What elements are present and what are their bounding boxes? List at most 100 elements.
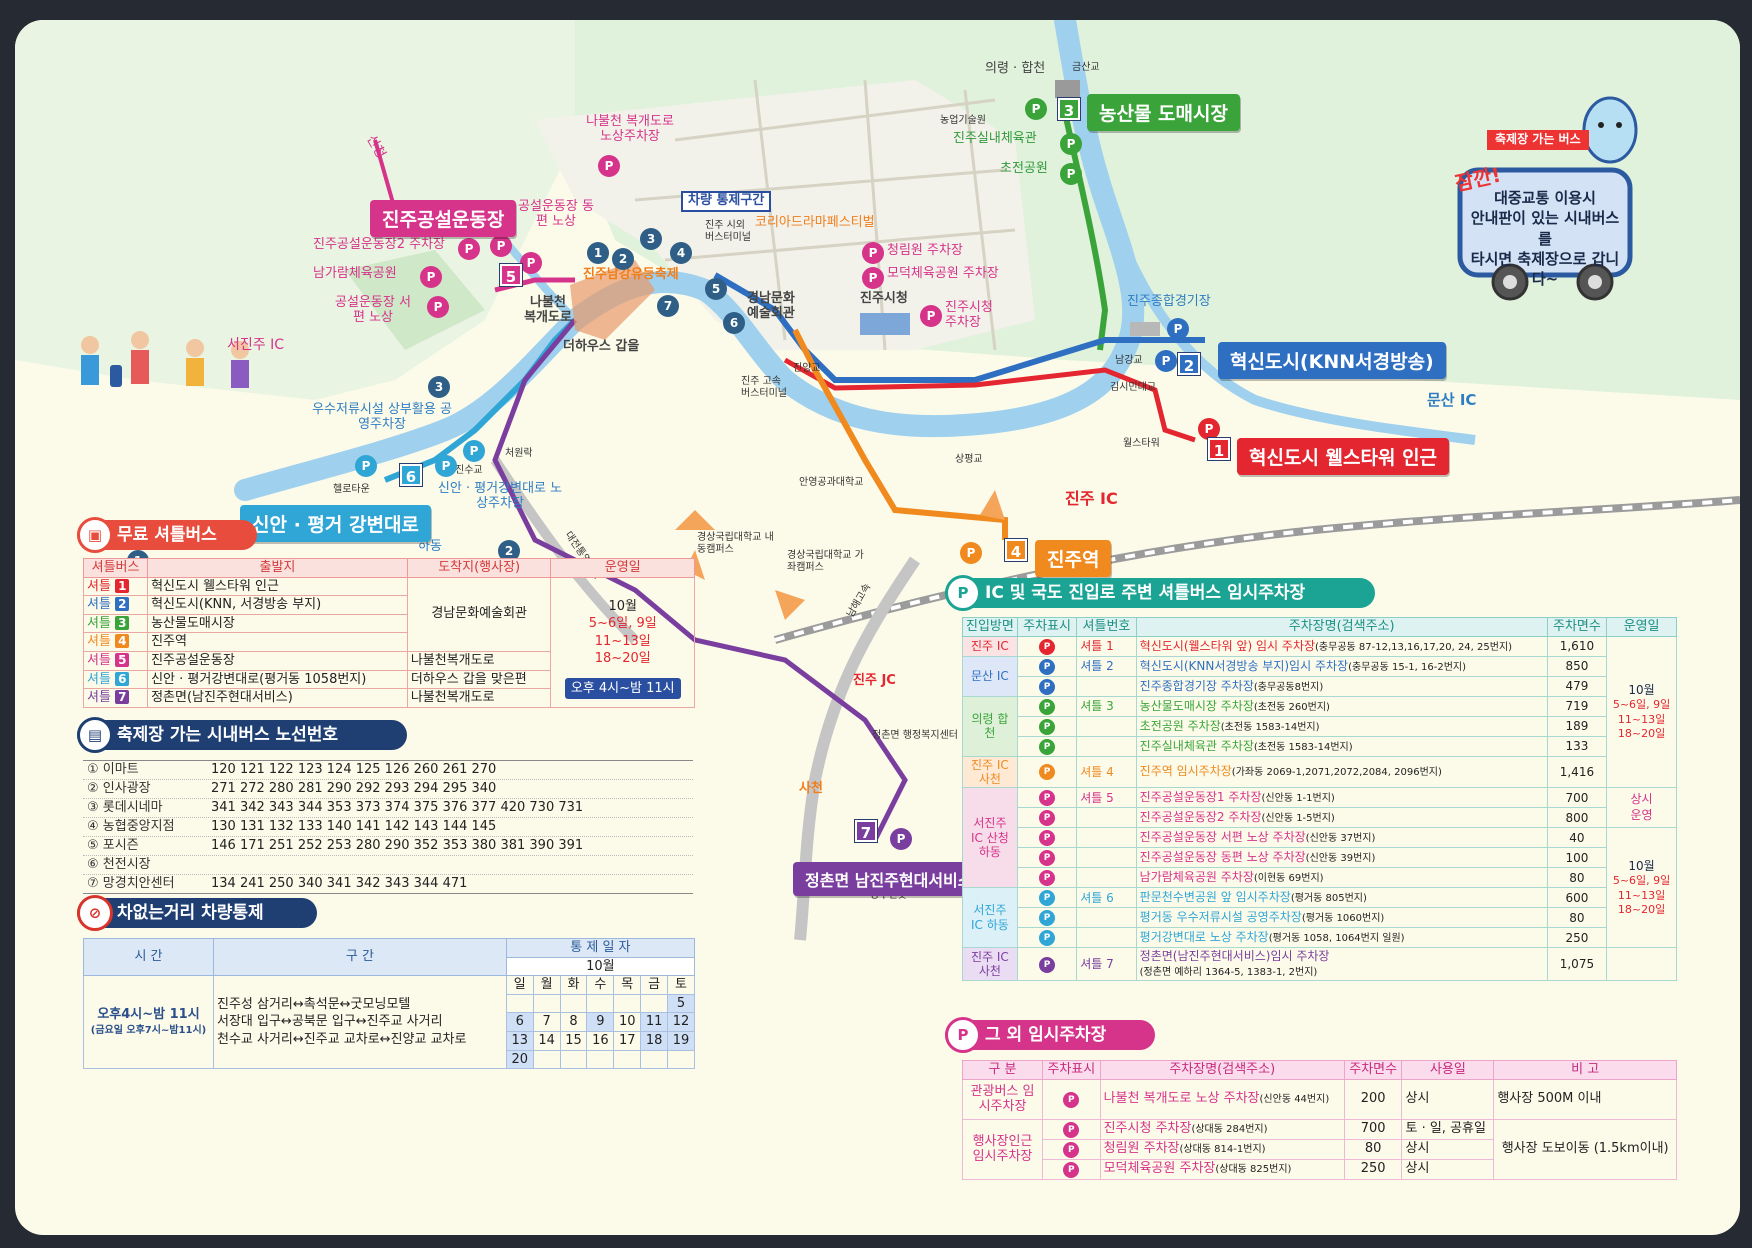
lot-cell: 모덕체육공원 주차장(상대동 825번지)	[1099, 1158, 1345, 1180]
table-row: 셔틀 7 정촌면(남진주현대서비스) 나불천복개도로	[82, 688, 695, 708]
label-sangpyeong: 상평교	[955, 454, 983, 465]
shuttle-stop-2-marker: 2	[1178, 353, 1200, 375]
lot-cell: 혁신도시(KNN서경방송 부지)임시 주차장(충무공동 15-1, 16-2번지…	[1135, 655, 1548, 677]
river-branch	[1100, 198, 1476, 445]
col-header: 비 고	[1493, 1060, 1677, 1080]
lot-addr: (이현동 69번지)	[1253, 873, 1324, 885]
sports-complex	[1130, 322, 1160, 336]
bus-label: 셔틀	[87, 578, 111, 594]
table-row: P 평거강변대로 노상 주차장(평거동 1058, 1064번지 일원) 250	[963, 927, 1677, 949]
lot-addr: (초전동 1583-14번지)	[1253, 741, 1353, 753]
city-hall-building	[860, 313, 910, 335]
parking-marker-p19: P	[862, 267, 884, 289]
lot-name: 농산물도매시장 주차장	[1139, 698, 1254, 713]
date-cell	[667, 1049, 695, 1070]
op-dates: 18~20일	[594, 651, 651, 667]
direction-cell: 문산 IC	[962, 655, 1018, 697]
parking-mark-cell: P	[1016, 947, 1078, 981]
lot-addr: (정촌면 예하리 1364-5, 1383-1, 2번지)	[1139, 966, 1318, 978]
col-header: 주차장명(검색주소)	[1099, 1060, 1345, 1080]
from-cell: 농산물도매시장	[147, 613, 408, 634]
bus-label: 셔틀	[87, 634, 111, 650]
traffic-control-zone	[570, 260, 655, 340]
op-text: 18~20일	[1617, 726, 1666, 740]
green-patch	[345, 250, 485, 350]
label-sacheon: 사천	[799, 781, 823, 796]
citybus-stop-6: 6	[723, 312, 745, 334]
label-jinsugyo: 진수교	[455, 465, 483, 476]
route-shuttle-5	[494, 277, 575, 293]
col-header: 구 간	[213, 937, 507, 977]
lot-name: 진주시청 주차장	[1103, 1121, 1192, 1137]
parking-marker-p13: P	[355, 455, 377, 477]
col-header: 통 제 일 자	[505, 938, 696, 958]
col-header: 주차표시	[1016, 617, 1078, 637]
shuttle-stop-6-marker: 6	[400, 464, 422, 486]
parking-other-heading: P 그 외 임시주차장	[945, 1017, 1155, 1053]
lot-name: 평거동 우수저류시설 공영주차장	[1139, 910, 1302, 925]
carfree-table: 시 간 구 간 통 제 일 자 10월 오후4시~밤 11시 (금요일 오후7시…	[83, 937, 696, 1070]
carfree-heading: ⊘ 차없는거리 차량통제	[77, 895, 317, 931]
label-the-house: 더하우스 갑을	[563, 339, 640, 354]
op-month: 10월	[608, 598, 637, 614]
parking-mark: P	[1063, 1091, 1080, 1108]
shuttle-bus-cell: 셔틀 7	[82, 688, 149, 708]
col-header: 셔틀번호	[1076, 617, 1137, 637]
day-cell: 상시	[1401, 1078, 1495, 1120]
citybus-stop-3: 3	[640, 228, 662, 250]
festival-bus-illustration	[1457, 96, 1638, 301]
parking-mark-cell: P	[1042, 1078, 1101, 1120]
shuttle-stop-7-marker: 7	[855, 820, 877, 842]
lot-cell: 판문천수변공원 앞 임시주차장(평거동 805번지)	[1135, 887, 1548, 909]
stop-pill-7: 정촌면 남진주현대서비스	[793, 862, 985, 896]
label-an-univ: 안영공과대학교	[799, 477, 864, 488]
label-gongseol-east: 공설운동장 동편 노상	[518, 199, 594, 229]
table-row: P 남가람체육공원 주차장(이현동 69번지) 80	[963, 867, 1677, 889]
route-numbers: 130 131 132 133 140 141 142 143 144 145	[211, 819, 497, 834]
bus-cell: 셔틀 5	[1076, 787, 1137, 809]
citybus-stop-2: 2	[612, 248, 634, 270]
bubble-line: 안내판이 있는 시내버스를	[1470, 209, 1620, 248]
parking-mark: P	[1039, 764, 1056, 781]
date-cell	[586, 1049, 615, 1070]
parking-mark-cell: P	[1016, 807, 1078, 829]
shuttle-bus-cell: 셔틀 3	[82, 613, 149, 634]
count-cell: 80	[1546, 867, 1608, 889]
op-dates: 5~6일, 9일	[588, 616, 657, 632]
date-cell: 10	[613, 1012, 642, 1032]
table-row: 진주 IC 사천 P 셔틀 4 진주역 임시주차장(가좌동 2069-1,207…	[962, 755, 1677, 789]
stop-pill-2: 혁신도시(KNN서경방송)	[1218, 342, 1446, 379]
lot-cell: 진주공설운동장 동편 노상 주차장(신안동 39번지)	[1135, 847, 1548, 869]
citybus-stop-7: 7	[657, 295, 679, 317]
label-indoor-gym: 진주실내체육관	[953, 131, 1037, 146]
lot-cell: 혁신도시(웰스타워 앞) 임시 주차장(충무공동 87-12,13,16,17,…	[1135, 635, 1548, 657]
parking-mark-cell: P	[1016, 655, 1078, 677]
date-cell	[559, 1049, 588, 1070]
lot-cell: 진주공설운동장2 주차장(신안동 1-5번지)	[1135, 807, 1548, 829]
lot-name: 나불천 복개도로 노상 주차장	[1103, 1091, 1260, 1107]
op-text: 10월	[1628, 682, 1655, 697]
shuttle-bus-cell: 셔틀 2	[82, 595, 149, 615]
parking-marker-p1: P	[1198, 418, 1220, 440]
parking-mark: P	[1063, 1141, 1080, 1158]
route-numbers: 120 121 122 123 124 125 126 260 261 270	[211, 762, 497, 777]
parking-mark: P	[1063, 1161, 1080, 1178]
parking-mark-cell: P	[1042, 1138, 1101, 1160]
parking-mark: P	[1039, 718, 1056, 735]
date-cell	[586, 993, 615, 1014]
table-row: P 진주공설운동장 서편 노상 주차장(신안동 37번지) 40 10월 5~6…	[963, 827, 1677, 949]
count-cell: 250	[1546, 927, 1608, 949]
route-shuttle-1	[783, 357, 1196, 443]
lot-addr: (신안동 39번지)	[1305, 853, 1376, 865]
count-cell: 200	[1343, 1078, 1403, 1120]
label-chiwonrak: 처원락	[505, 448, 533, 459]
date-cell	[613, 993, 642, 1014]
lot-cell: 진주실내체육관 주차장(초전동 1583-14번지)	[1135, 735, 1548, 757]
parking-marker-p12: P	[420, 266, 442, 288]
parking-mark: P	[1039, 850, 1056, 867]
parking-marker-p7: P	[960, 542, 982, 564]
date-cell	[640, 993, 669, 1014]
bus-label: 셔틀	[87, 597, 111, 613]
